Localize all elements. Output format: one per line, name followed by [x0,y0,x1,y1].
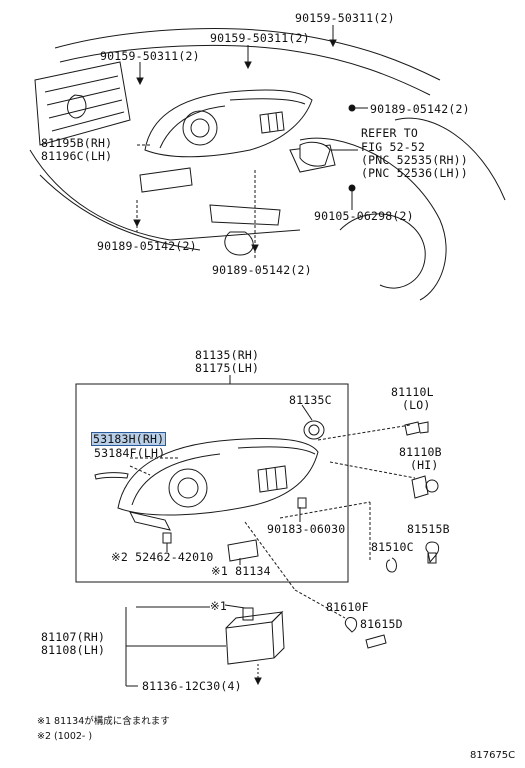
vehicle-front-outline [29,28,506,301]
bulbs-right [344,421,440,649]
assembly-frame [75,383,349,583]
ballast-module [125,604,285,687]
label-refer-to: REFER TO [361,126,418,140]
label-81515b[interactable]: 81515B [407,522,450,536]
bottom-leader-lines [129,404,416,619]
label-90159-50311-b[interactable]: 90159-50311(2) [210,31,310,45]
label-90189-05142-c[interactable]: 90189-05142(2) [212,263,312,277]
label-81107-rh[interactable]: 81107(RH) [41,630,106,644]
figure-code: 817675C [470,750,516,761]
label-refer-pnc-lh: (PNC 52536(LH)) [361,166,468,180]
label-53183h-highlighted[interactable]: 53183H(RH) [90,432,167,446]
label-81110l[interactable]: 81110L [391,385,434,399]
label-81610f[interactable]: 81610F [326,600,369,614]
label-refer-pnc-rh: (PNC 52535(RH)) [361,153,468,167]
label-81108-lh[interactable]: 81108(LH) [41,643,106,657]
label-90189-05142-b[interactable]: 90189-05142(2) [97,239,197,253]
label-lo: (LO) [402,398,431,412]
label-81136-12c30[interactable]: 81136-12C30(4) [142,679,242,693]
footnote-2: ※2 (1002- ) [37,731,93,742]
label-81135-rh[interactable]: 81135(RH) [195,348,260,362]
label-hi: (HI) [410,458,439,472]
label-90159-50311-c[interactable]: 90159-50311(2) [100,49,200,63]
label-81195b[interactable]: 81195B(RH) [41,136,113,150]
label-81110b[interactable]: 81110B [399,445,442,459]
label-refer-fig[interactable]: FIG 52-52 [361,140,426,154]
label-81510c[interactable]: 81510C [371,540,414,554]
label-52462-42010[interactable]: ※2 52462-42010 [111,550,214,564]
label-90189-05142-a[interactable]: 90189-05142(2) [370,102,470,116]
footnote-1: ※1 81134が構成に含まれます [37,716,170,727]
headlamp-top-view [144,89,313,158]
label-81196c[interactable]: 81196C(LH) [41,149,113,163]
label-note1-marker: ※1 [210,599,227,613]
label-53184f[interactable]: 53184F(LH) [94,446,166,460]
label-81135c[interactable]: 81135C [289,393,332,407]
label-90159-50311-a[interactable]: 90159-50311(2) [295,11,395,25]
headlamp-exploded [94,420,325,562]
label-90183-06030[interactable]: 90183-06030 [267,522,346,536]
label-81134[interactable]: ※1 81134 [211,564,271,578]
label-90105-06298[interactable]: 90105-06298(2) [314,209,414,223]
label-81615d[interactable]: 81615D [360,617,403,631]
label-81175-lh[interactable]: 81175(LH) [195,361,260,375]
top-leader-lines [133,25,368,260]
